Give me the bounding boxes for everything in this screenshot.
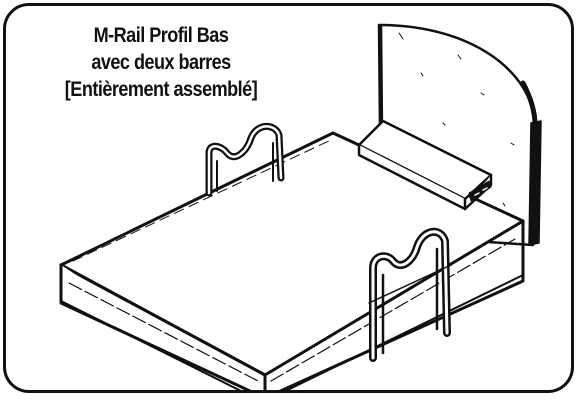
caption-line-2: avec deux barres [91, 51, 231, 74]
grab-bar-rear [205, 122, 285, 197]
mattress [59, 131, 525, 390]
illustration-frame: M-Rail Profil Bas avec deux barres [Enti… [3, 3, 574, 393]
caption-line-3: [Entièrement assemblé] [64, 78, 258, 101]
bed-illustration [59, 23, 542, 390]
product-caption: M-Rail Profil Bas avec deux barres [Enti… [45, 22, 277, 103]
grab-bar-front [368, 228, 452, 362]
caption-line-1: M-Rail Profil Bas [93, 24, 229, 47]
control-box [357, 119, 493, 211]
